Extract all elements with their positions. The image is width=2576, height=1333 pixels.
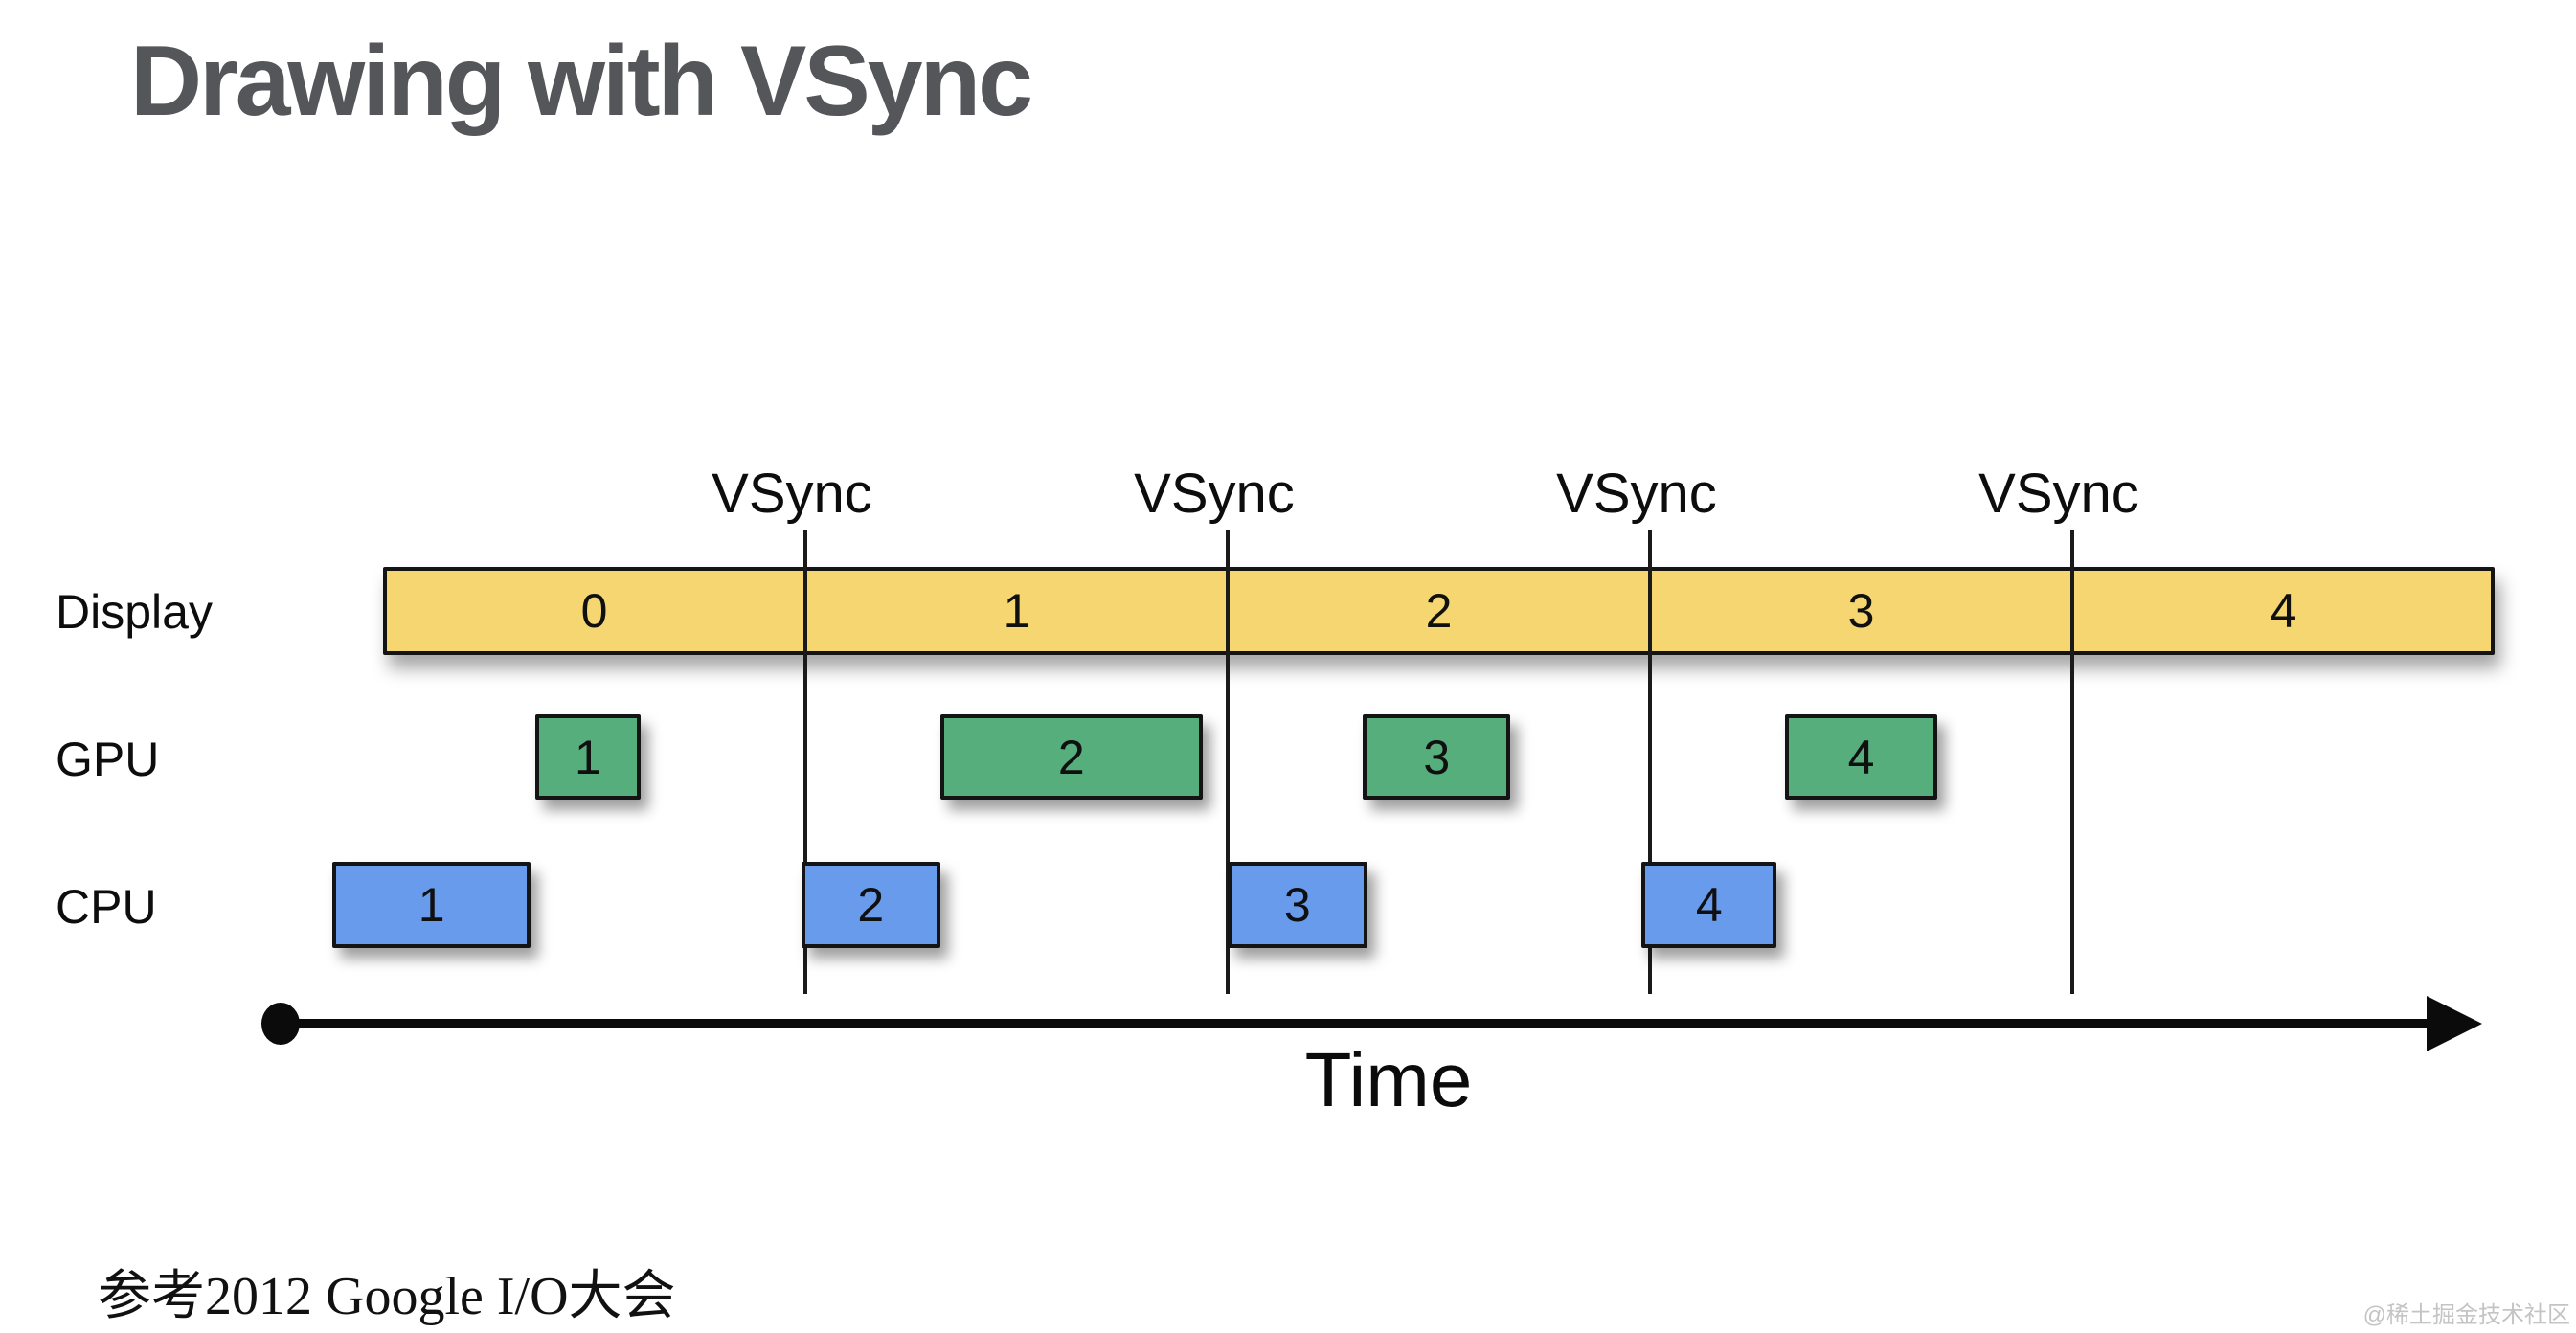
cpu-box: 3 [1228, 862, 1367, 948]
display-segment: 3 [1847, 584, 1875, 638]
timeline-axis-line [285, 1019, 2432, 1028]
row-label-gpu: GPU [56, 733, 160, 786]
cpu-box: 1 [332, 862, 531, 948]
display-segment: 1 [1003, 584, 1030, 638]
vsync-label: VSync [1978, 463, 2139, 525]
display-segment: 4 [2270, 584, 2297, 638]
display-bar: 0 1 2 3 4 [383, 567, 2495, 655]
vsync-line [2070, 530, 2074, 994]
vsync-line [1648, 530, 1652, 994]
gpu-box: 4 [1785, 714, 1937, 800]
row-label-display: Display [56, 585, 213, 639]
vsync-line [803, 530, 807, 994]
vsync-line [1226, 530, 1230, 994]
vsync-label: VSync [712, 463, 872, 525]
gpu-box: 2 [940, 714, 1203, 800]
row-label-cpu: CPU [56, 880, 157, 934]
display-segment: 0 [580, 584, 608, 638]
time-axis-label: Time [1304, 1037, 1473, 1122]
display-segment: 2 [1425, 584, 1453, 638]
cpu-box: 4 [1641, 862, 1777, 948]
slide-title: Drawing with VSync [130, 26, 1033, 137]
watermark: @稀土掘金技术社区 [2362, 1302, 2570, 1328]
vsync-label: VSync [1134, 463, 1295, 525]
timeline-arrowhead-icon [2427, 996, 2482, 1051]
footer-reference: 参考2012 Google I/O大会 [98, 1267, 676, 1326]
gpu-box: 3 [1363, 714, 1511, 800]
vsync-label: VSync [1556, 463, 1717, 525]
cpu-box: 2 [801, 862, 941, 948]
gpu-box: 1 [534, 714, 641, 800]
